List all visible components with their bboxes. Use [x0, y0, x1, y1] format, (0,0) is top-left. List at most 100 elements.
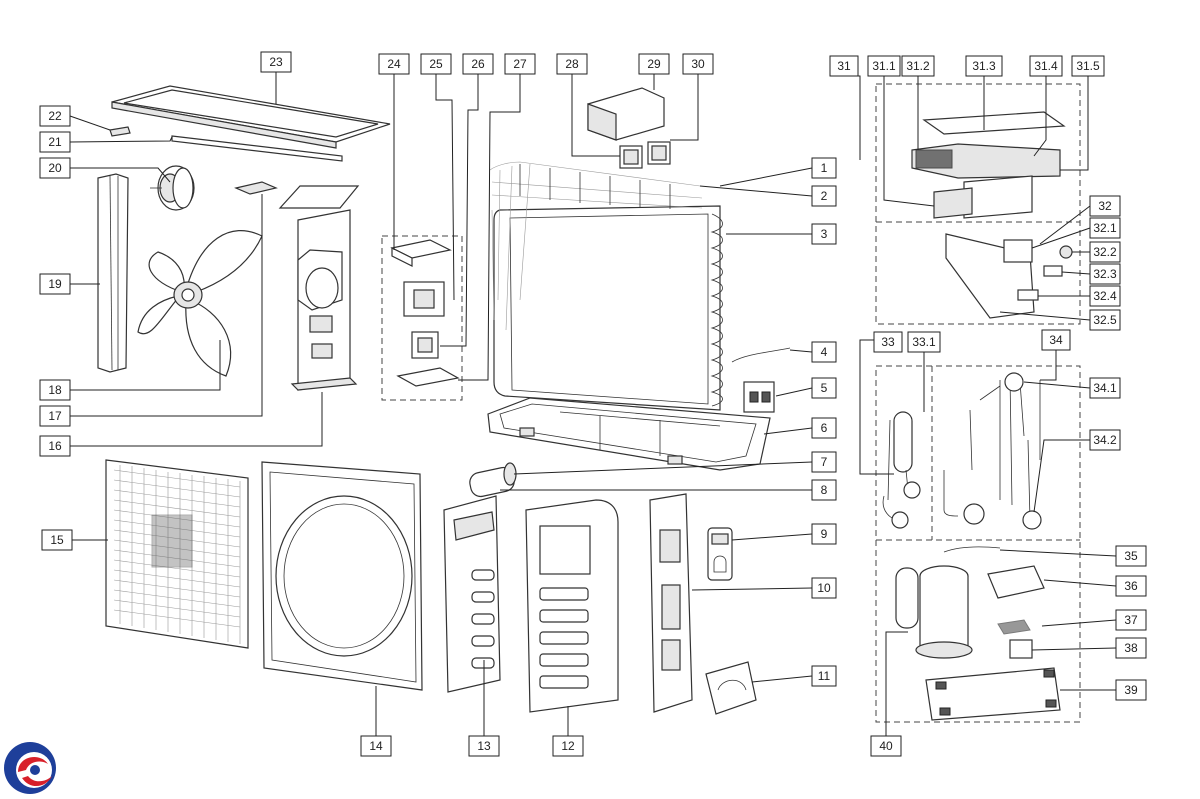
front-panel-part — [261, 461, 423, 691]
svg-text:25: 25 — [429, 57, 443, 71]
compressor-parts — [895, 546, 1061, 721]
callout-36: 36 — [1115, 575, 1147, 597]
svg-text:27: 27 — [513, 57, 527, 71]
svg-text:3: 3 — [821, 227, 828, 241]
svg-text:32.5: 32.5 — [1093, 313, 1117, 327]
svg-text:31.1: 31.1 — [872, 59, 896, 73]
svg-text:33: 33 — [881, 335, 895, 349]
callout-28: 28 — [556, 53, 588, 75]
svg-text:37: 37 — [1124, 613, 1138, 627]
callout-22: 22 — [39, 105, 71, 127]
callout-26: 26 — [462, 53, 494, 75]
callout-34-1: 34.1 — [1089, 377, 1121, 399]
callout-11: 11 — [811, 665, 837, 687]
terminal-bracket-part — [945, 233, 1073, 319]
callout-31-1: 31.1 — [867, 55, 901, 77]
part-drawings — [97, 85, 1073, 721]
base-pan-part — [487, 397, 771, 471]
right-cover-part — [525, 499, 619, 713]
callout-31-2: 31.2 — [901, 55, 935, 77]
svg-text:32.2: 32.2 — [1093, 245, 1117, 259]
svg-text:10: 10 — [817, 581, 831, 595]
svg-text:21: 21 — [48, 135, 62, 149]
svg-text:11: 11 — [818, 669, 831, 683]
svg-text:7: 7 — [821, 455, 828, 469]
side-panel-part — [649, 493, 693, 713]
fan-blade-part — [137, 230, 263, 377]
svg-text:2: 2 — [821, 189, 828, 203]
callout-6: 6 — [811, 417, 837, 439]
callout-19: 19 — [39, 273, 71, 295]
callout-24: 24 — [378, 53, 410, 75]
callout-37: 37 — [1115, 609, 1147, 631]
svg-text:4: 4 — [821, 345, 828, 359]
svg-text:14: 14 — [369, 739, 383, 753]
small-cover-part — [234, 181, 278, 195]
callout-15: 15 — [41, 529, 73, 551]
callout-5: 5 — [811, 377, 837, 399]
svg-text:20: 20 — [48, 161, 62, 175]
svg-text:32.1: 32.1 — [1093, 221, 1117, 235]
terminal-box-part — [743, 381, 775, 413]
callout-33: 33 — [873, 331, 903, 353]
group-frames — [381, 83, 1081, 723]
svg-text:6: 6 — [821, 421, 828, 435]
callout-21: 21 — [39, 131, 71, 153]
svg-text:38: 38 — [1124, 641, 1138, 655]
condenser-coil-part — [489, 161, 723, 411]
valve-pipe-parts — [882, 372, 1042, 530]
callout-17: 17 — [39, 405, 71, 427]
svg-text:39: 39 — [1124, 683, 1138, 697]
callout-31: 31 — [829, 55, 859, 77]
svg-text:19: 19 — [48, 277, 62, 291]
callout-7: 7 — [811, 451, 837, 473]
side-plate-part — [443, 495, 501, 693]
callout-32-2: 32.2 — [1089, 241, 1121, 263]
svg-text:1: 1 — [821, 161, 828, 175]
callout-4: 4 — [811, 341, 837, 363]
svg-text:32: 32 — [1098, 199, 1112, 213]
svg-text:30: 30 — [691, 57, 705, 71]
handle-part — [707, 527, 733, 581]
svg-text:18: 18 — [48, 383, 62, 397]
callout-20: 20 — [39, 157, 71, 179]
callout-32-3: 32.3 — [1089, 263, 1121, 285]
svg-text:13: 13 — [477, 739, 491, 753]
svg-text:5: 5 — [821, 381, 828, 395]
callout-10: 10 — [811, 577, 837, 599]
reactor-parts — [587, 87, 671, 169]
svg-text:12: 12 — [561, 739, 575, 753]
svg-text:31.4: 31.4 — [1034, 59, 1058, 73]
top-cover-part — [111, 85, 391, 149]
callout-34: 34 — [1041, 329, 1071, 351]
svg-text:31.3: 31.3 — [972, 59, 996, 73]
svg-text:15: 15 — [50, 533, 64, 547]
capacitor-part — [469, 462, 517, 498]
callout-32-1: 32.1 — [1089, 217, 1121, 239]
callout-35: 35 — [1115, 545, 1147, 567]
svg-text:24: 24 — [387, 57, 401, 71]
motor-bracket-part — [278, 185, 360, 391]
control-board-part — [911, 111, 1066, 219]
choke-group-part — [390, 239, 460, 387]
brand-logo-icon — [4, 742, 56, 794]
svg-text:34.1: 34.1 — [1093, 381, 1117, 395]
svg-text:26: 26 — [471, 57, 485, 71]
sensor-wire-part — [731, 347, 791, 363]
callout-18: 18 — [39, 379, 71, 401]
callout-9: 9 — [811, 523, 837, 545]
svg-text:9: 9 — [821, 527, 828, 541]
svg-text:35: 35 — [1124, 549, 1138, 563]
callout-40: 40 — [870, 735, 902, 757]
callout-32-4: 32.4 — [1089, 285, 1121, 307]
callout-31-3: 31.3 — [965, 55, 1003, 77]
svg-text:40: 40 — [879, 739, 893, 753]
callout-1: 1 — [811, 157, 837, 179]
callout-30: 30 — [682, 53, 714, 75]
svg-text:36: 36 — [1124, 579, 1138, 593]
callout-8: 8 — [811, 479, 837, 501]
leader-lines — [69, 72, 1117, 736]
fan-motor-part — [150, 165, 195, 211]
svg-text:28: 28 — [565, 57, 579, 71]
